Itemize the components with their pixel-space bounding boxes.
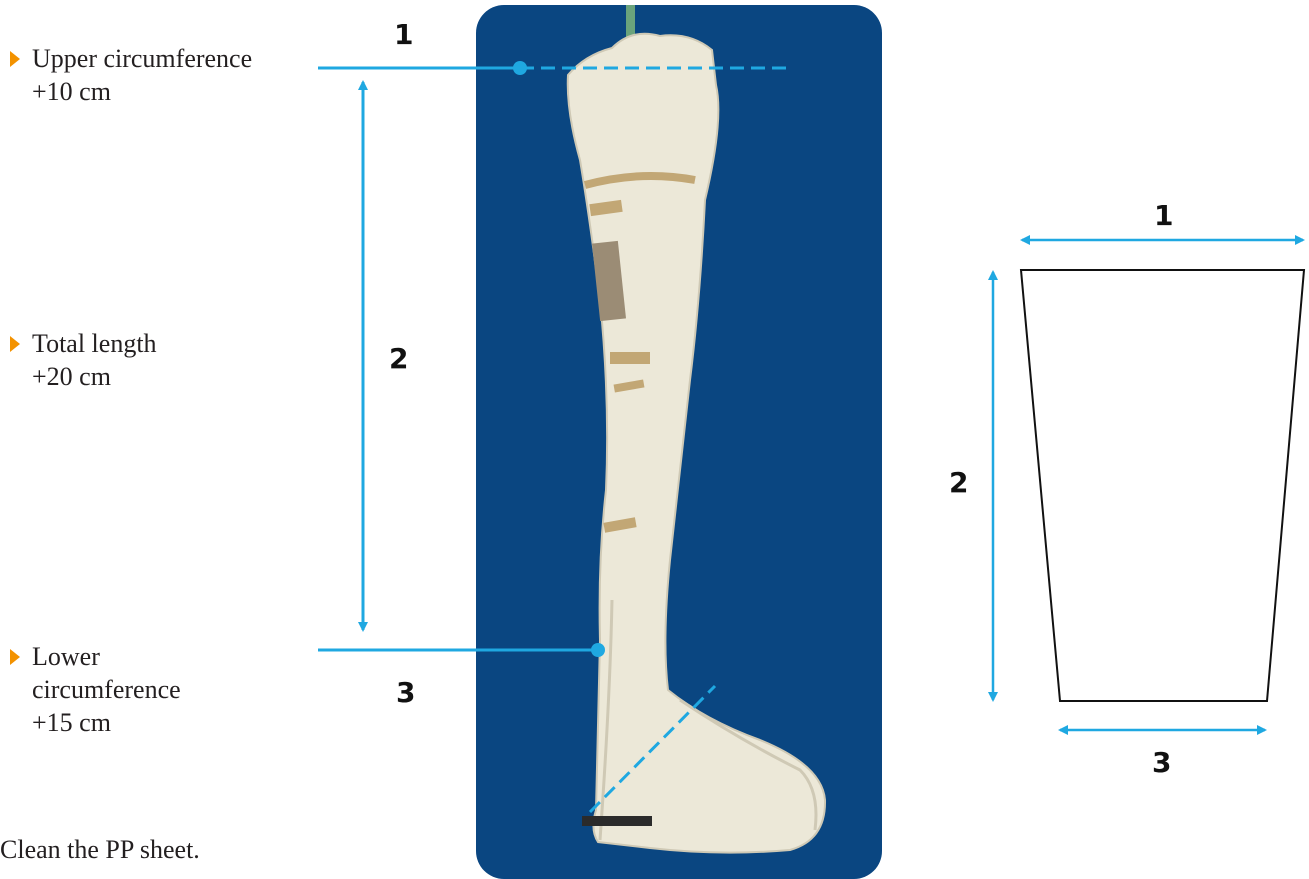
pattern-trapezoid [1021,270,1304,701]
leg-cast [568,34,825,853]
instruction-text: Clean the PP sheet. [0,835,200,865]
upper-measure-point [513,61,527,75]
lower-measure-point [591,643,605,657]
